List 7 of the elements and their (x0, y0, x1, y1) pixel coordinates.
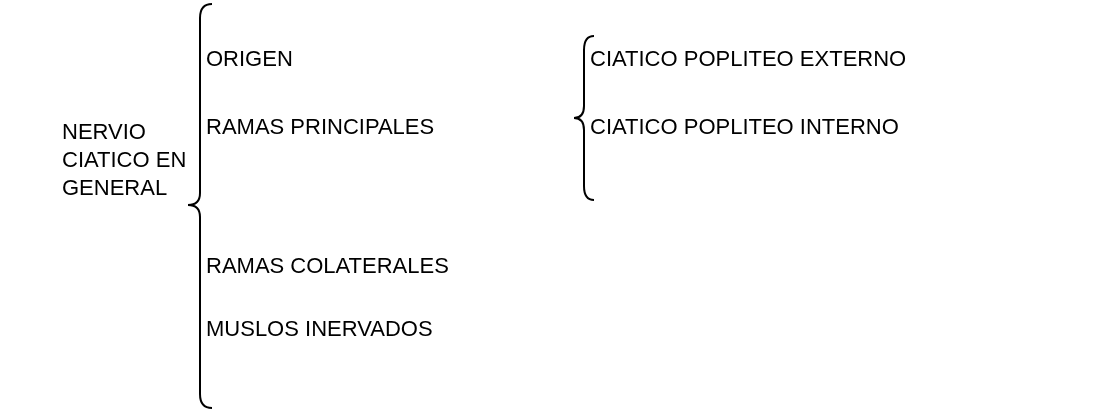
node-label: MUSLOS INERVADOS (206, 315, 433, 343)
node-label: NERVIO CIATICO EN GENERAL (62, 118, 190, 202)
node-label: RAMAS PRINCIPALES (206, 113, 435, 141)
node-label: CIATICO POPLITEO EXTERNO (590, 45, 907, 73)
node-label: RAMAS COLATERALES (206, 252, 449, 280)
node-label: CIATICO POPLITEO INTERNO (590, 113, 899, 141)
node-label: ORIGEN (206, 45, 293, 73)
